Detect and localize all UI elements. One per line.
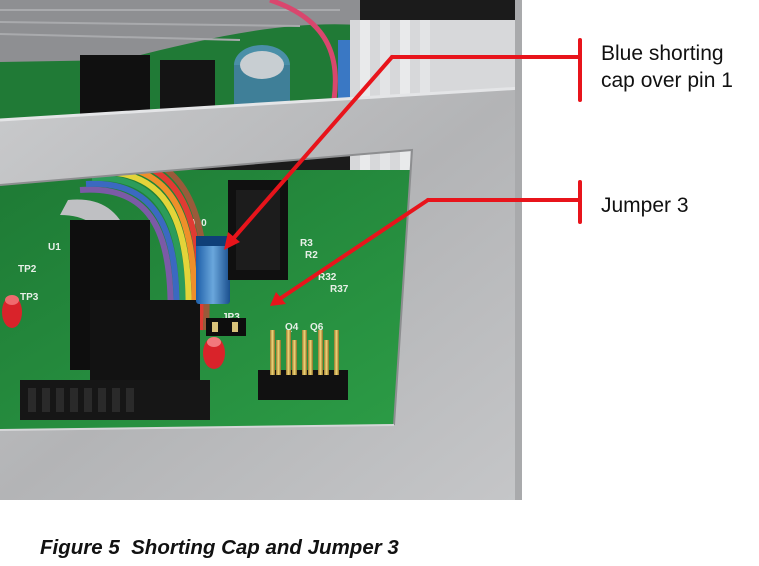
board-photo: U1 TP2 TP3 J20 JP3 R3 R2 R32 R37 Q4 Q6 [0, 0, 522, 500]
svg-text:TP3: TP3 [20, 292, 39, 303]
callout-1-line-2: cap over pin 1 [601, 69, 733, 92]
svg-text:R2: R2 [305, 250, 318, 261]
callout-label-jumper-3: Jumper 3 [601, 192, 751, 219]
callout-2-line-1: Jumper 3 [601, 194, 689, 217]
svg-text:Q6: Q6 [310, 322, 324, 333]
callout-1-line-1: Blue shorting [601, 42, 724, 65]
figure-caption: Figure 5 Shorting Cap and Jumper 3 [40, 536, 399, 559]
svg-text:JP3: JP3 [222, 312, 240, 323]
svg-text:U1: U1 [48, 242, 61, 253]
callout-label-shorting-cap: Blue shorting cap over pin 1 [601, 40, 756, 94]
svg-text:R37: R37 [330, 284, 349, 295]
svg-text:R32: R32 [318, 272, 337, 283]
svg-text:Q4: Q4 [285, 322, 299, 333]
svg-text:TP2: TP2 [18, 264, 37, 275]
svg-text:R3: R3 [300, 238, 313, 249]
